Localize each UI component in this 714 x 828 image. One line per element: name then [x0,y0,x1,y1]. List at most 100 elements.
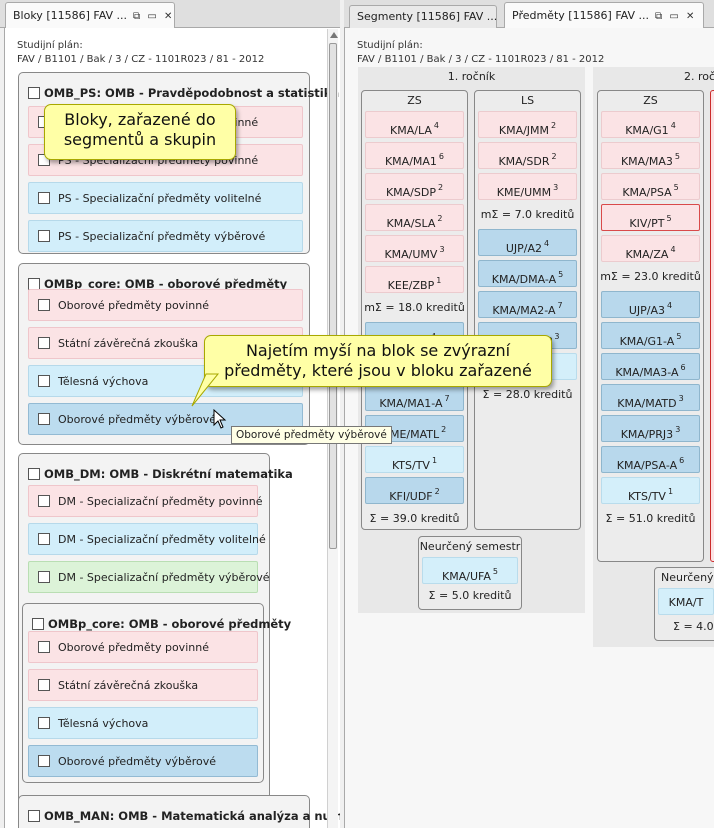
segment-block[interactable]: DM - Specializační předměty výběrové [28,561,270,593]
subject-credits: 3 [439,245,445,254]
subject-credits: 5 [674,152,681,161]
group-checkbox[interactable] [28,87,40,99]
tab-blocks[interactable]: Bloky [11586] FAV ...⧉ ▭ ✕ [5,2,175,29]
block-group-header: OMB_DM: OMB - Diskrétní matematika [28,467,293,481]
segment-checkbox[interactable] [38,192,50,204]
subject-credits: 3 [675,425,681,434]
segment-checkbox[interactable] [38,375,50,387]
subject-credits: 7 [557,301,563,310]
segment-checkbox[interactable] [38,413,50,425]
segment-checkbox[interactable] [38,495,50,507]
block-group-header: OMBp_core: OMB - oborové předměty [28,277,287,291]
segment-checkbox[interactable] [38,337,50,349]
subject-credits: 4 [544,239,550,248]
subject-code: KMA/PRJ3 [620,428,674,441]
hover-callout-text: Najetím myší na blok se zvýrazní předmět… [224,341,532,380]
scrollbar-thumb[interactable] [329,43,337,549]
mandatory-credit-sum: mΣ = 23.0 kreditů [600,270,701,283]
study-plan-label: Studijní plán: [17,40,83,51]
subject-code: KMA/SDP [385,186,436,199]
segment-label: Tělesná výchova [58,374,149,388]
segment-checkbox[interactable] [38,755,50,767]
group-checkbox[interactable] [28,468,40,480]
segment-block[interactable]: PS - Specializační předměty výběrové [28,220,303,252]
tab-subjects[interactable]: Předměty [11586] FAV ... ⧉ ▭ ✕ [504,2,704,29]
segment-block[interactable]: Oborové předměty výběrové [28,745,258,777]
segment-checkbox[interactable] [38,679,50,691]
segment-block[interactable]: Státní závěrečná zkouška [28,669,258,701]
segment-block[interactable]: Oborové předměty výběrové [28,403,303,435]
segment-block[interactable]: Tělesná výchova [28,707,258,739]
subject-code: KME/MATL [382,428,440,441]
year-1-label: 1. ročník [447,70,496,83]
subject-code: KFI/UDF [389,490,433,503]
total-credit-sum: Σ = 5.0 kreditů [428,589,512,602]
tab-subjects-label: Předměty [11586] FAV ... [512,9,649,22]
tab-segments[interactable]: Segmenty [11586] FAV ... [349,5,497,28]
subject-credits: 5 [673,183,679,192]
segment-label: Oborové předměty povinné [58,640,209,654]
segment-checkbox[interactable] [38,571,50,583]
group-checkbox[interactable] [28,810,40,822]
subject-code: KMA/G1 [625,124,669,137]
segment-block[interactable]: PS - Specializační předměty volitelné [28,182,303,214]
tab-controls-icon[interactable]: ⧉ ▭ ✕ [133,11,175,22]
segment-block[interactable]: DM - Specializační předměty volitelné [28,523,266,555]
segment-checkbox[interactable] [38,299,50,311]
study-plan-header: Studijní plán: FAV / B1101 / Bak / 3 / C… [357,39,604,67]
total-credit-sum: Σ = 51.0 kreditů [605,512,696,525]
subject-code: KMA/JMM [498,124,550,137]
segment-checkbox[interactable] [38,230,50,242]
subject-code: KMA/MA3-A [615,366,679,379]
segment-block[interactable]: DM - Specializační předměty povinné [28,485,263,517]
segment-block[interactable]: Oborové předměty povinné [28,631,258,663]
segment-checkbox[interactable] [38,533,50,545]
tab-segments-label: Segmenty [11586] FAV ... [357,10,498,23]
tab-controls-icon[interactable]: ⧉ ▭ ✕ [655,11,697,22]
subject-code: UJP/A2 [505,242,543,255]
subject-credits: 3 [678,394,684,403]
segment-block[interactable]: Oborové předměty povinné [28,289,303,321]
segment-checkbox[interactable] [38,717,50,729]
subject-code: KMA/LA [390,124,432,137]
group-title: OMBp_core: OMB - oborové předměty [48,617,292,631]
group-title: OMBp_core: OMB - oborové předměty [44,277,288,291]
scroll-up-icon[interactable] [330,32,338,38]
segment-checkbox[interactable] [38,641,50,653]
subject-item[interactable]: KMA/T [658,588,714,615]
subject-credits: 5 [676,332,682,341]
subject-credits: 6 [438,152,445,161]
block-group[interactable] [18,795,310,828]
subject-code: KMA/MA1 [384,155,437,168]
group-checkbox[interactable] [32,618,44,630]
